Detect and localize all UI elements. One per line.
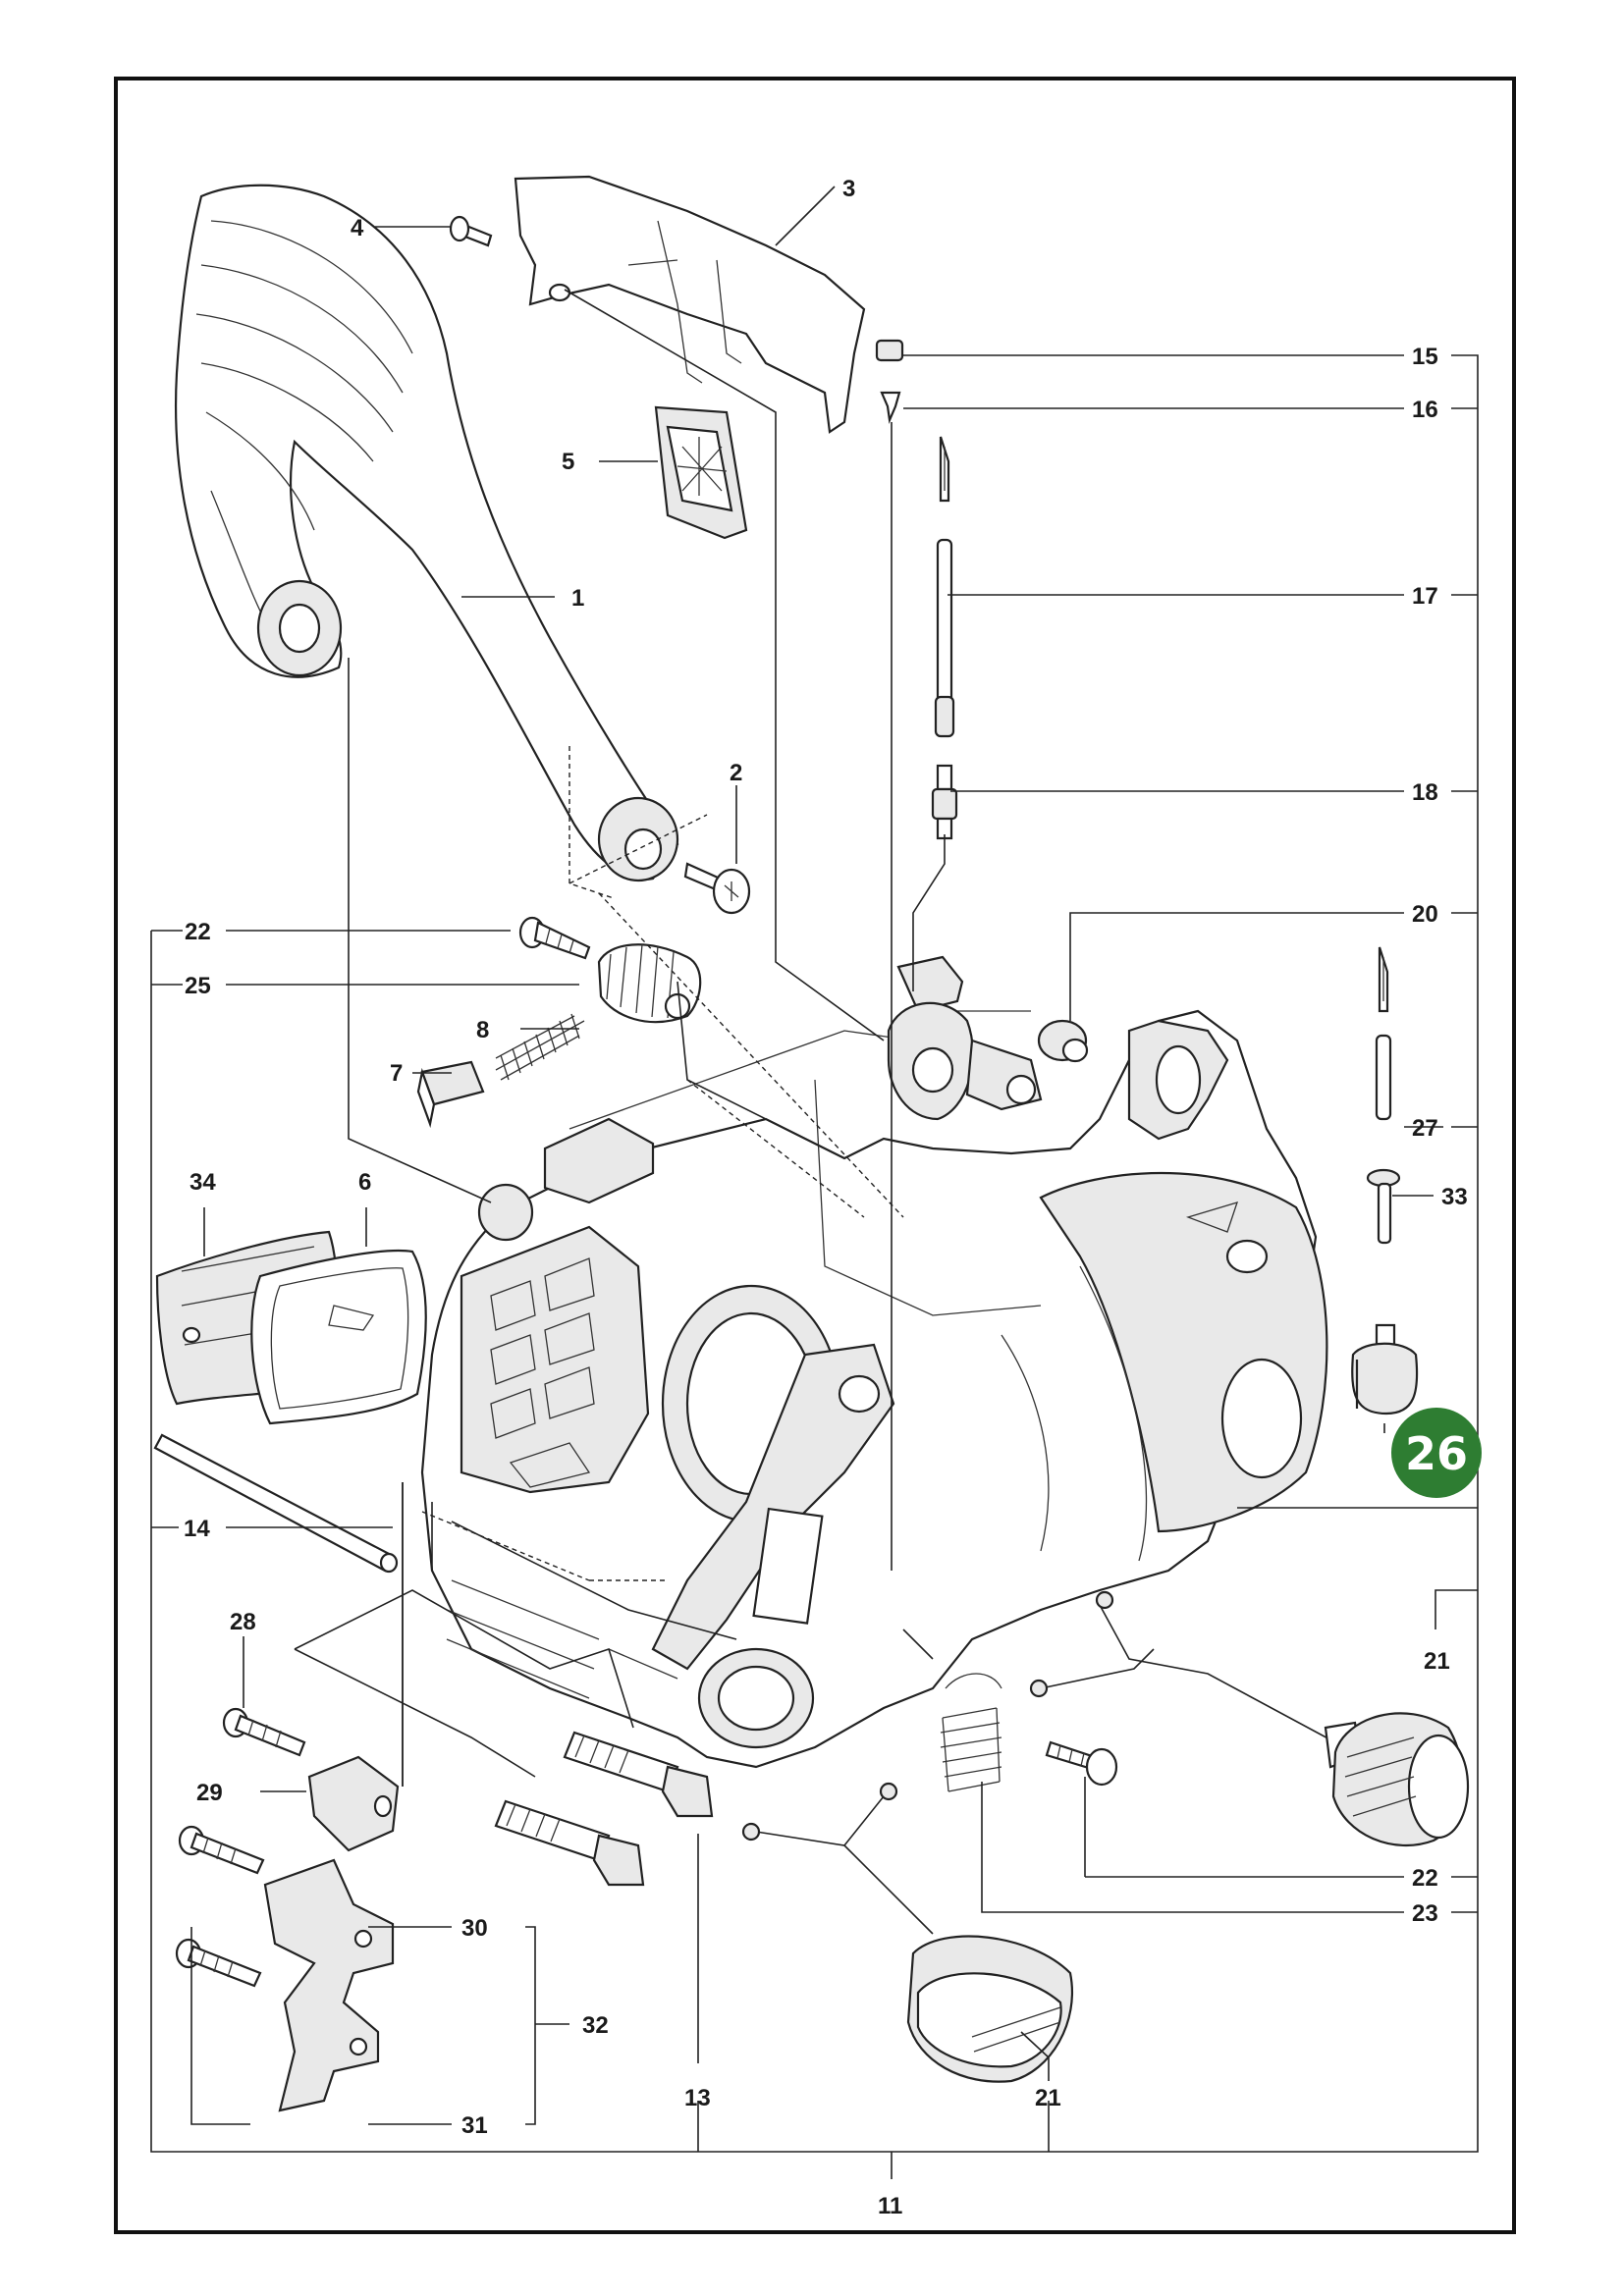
part-2-screw [683, 862, 751, 915]
callout-30: 30 [461, 1915, 488, 1942]
callout-18: 18 [1412, 779, 1438, 806]
part-20-bushing [1037, 1019, 1089, 1063]
callout-14: 14 [184, 1516, 210, 1542]
callout-11: 11 [878, 2193, 902, 2219]
part-18-fitting [931, 764, 958, 840]
part-26-fuel-filter [1351, 1323, 1419, 1415]
callout-16: 16 [1412, 397, 1438, 423]
callout-3: 3 [842, 176, 855, 202]
callout-28: 28 [230, 1609, 256, 1635]
part-15-cap [875, 339, 904, 362]
part-22-screw-bottom [1045, 1740, 1118, 1787]
callout-17: 17 [1412, 583, 1438, 610]
part-4-screw [449, 215, 493, 247]
callout-4: 4 [351, 215, 364, 241]
part-17-hose [934, 436, 955, 738]
part-23-spring [940, 1673, 1002, 1792]
callout-21-bottom: 21 [1035, 2085, 1061, 2111]
part-6-gasket [250, 1249, 427, 1425]
part-31-screw [175, 1938, 262, 1988]
callout-2: 2 [730, 760, 742, 786]
callout-31: 31 [461, 2112, 488, 2139]
callout-22-top: 22 [185, 919, 211, 945]
part-8-spring [495, 1013, 585, 1081]
callout-6: 6 [358, 1169, 371, 1196]
callout-25: 25 [185, 973, 211, 999]
callout-15: 15 [1412, 344, 1438, 370]
assembly-brackets [150, 354, 1479, 2179]
part-25-spring [597, 943, 702, 1024]
part-27-hose [1375, 946, 1392, 1121]
callout-13: 13 [684, 2085, 711, 2111]
part-13-bolts [494, 1731, 714, 1887]
callout-33: 33 [1441, 1184, 1468, 1210]
part-7-block [416, 1060, 485, 1129]
part-5-grille [654, 405, 748, 540]
diagram-frame [114, 77, 1516, 2234]
callout-34: 34 [189, 1169, 216, 1196]
callout-labels: 1 2 3 4 5 6 7 8 11 13 14 15 16 17 18 20 … [184, 176, 1468, 2219]
callout-8: 8 [476, 1017, 489, 1043]
figure-number-badge: 26 [1391, 1408, 1482, 1498]
callout-7: 7 [390, 1060, 403, 1087]
callout-21-right: 21 [1424, 1648, 1450, 1675]
part-14-rod [153, 1433, 399, 1574]
badge-number: 26 [1405, 1427, 1468, 1480]
front-handle-guard [174, 184, 679, 882]
callout-5: 5 [562, 449, 574, 475]
callout-23: 23 [1412, 1900, 1438, 1927]
callout-leaders [203, 186, 1478, 2125]
callout-20: 20 [1412, 901, 1438, 928]
callout-29: 29 [196, 1780, 223, 1806]
part-3-cover-plate [514, 175, 866, 434]
callout-27: 27 [1412, 1115, 1438, 1142]
part-28-screw [222, 1707, 306, 1757]
crankcase-housing [420, 955, 1328, 1769]
part-22-screw-top [518, 916, 591, 960]
part-32-bracket [263, 1858, 395, 2112]
part-29-block [307, 1755, 400, 1852]
callout-32: 32 [582, 2012, 609, 2039]
callout-1: 1 [571, 585, 584, 612]
part-21-cap-bottom [741, 1782, 1073, 2083]
part-30-screw [178, 1825, 265, 1875]
part-33-fitting [1366, 1168, 1401, 1245]
part-21-cap-right [1029, 1590, 1470, 1847]
part-16-valve [880, 391, 901, 425]
callout-22-bottom: 22 [1412, 1865, 1438, 1892]
